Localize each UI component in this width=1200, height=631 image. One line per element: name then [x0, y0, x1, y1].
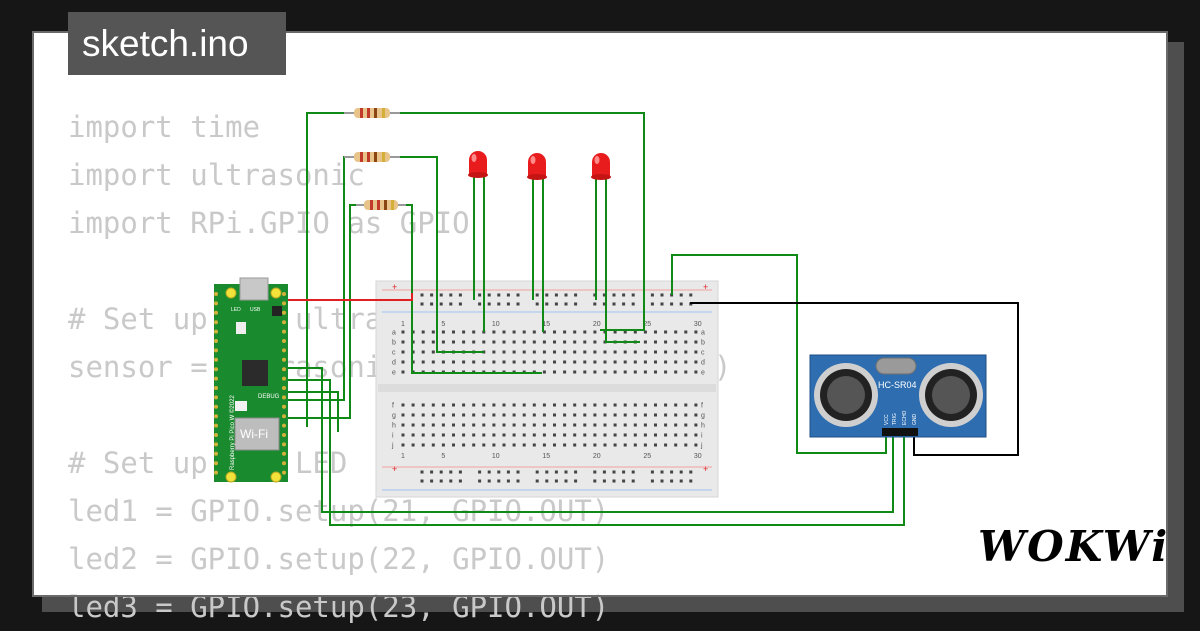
- breadboard-column-label: 10: [492, 321, 500, 328]
- breadboard-row-label: b: [392, 340, 396, 347]
- breadboard-column-label: 20: [593, 453, 601, 460]
- pico-usb-label: USB: [250, 307, 261, 313]
- breadboard-row-label: c: [392, 350, 396, 357]
- pico-model-text: Raspberry Pi Pico W ©2022: [229, 395, 236, 470]
- breadboard-row-label: i: [392, 433, 394, 440]
- sensor-pin-trig: TRIG: [892, 413, 898, 425]
- breadboard-column-label: 10: [492, 453, 500, 460]
- breadboard-row-label: h: [392, 423, 396, 430]
- breadboard-holes: [401, 293, 698, 483]
- led-2[interactable]: [527, 153, 547, 180]
- breadboard-column-label: 30: [694, 321, 702, 328]
- code-line: import time: [68, 110, 261, 144]
- code-line: import ultrasonic: [68, 158, 365, 192]
- breadboard-row-label: g: [701, 413, 705, 420]
- code-line: # Set up the LED: [68, 446, 348, 480]
- svg-text:+: +: [392, 282, 397, 292]
- wire-green-pico-a: [288, 391, 339, 432]
- wire-green-top: [306, 112, 344, 427]
- breadboard-row-label: i: [701, 433, 703, 440]
- breadboard-row-label: h: [701, 423, 705, 430]
- file-tab[interactable]: sketch.ino: [68, 12, 286, 75]
- breadboard-row-label: d: [392, 360, 396, 367]
- sensor-model-label: HC-SR04: [878, 380, 917, 390]
- breadboard-row-label: a: [701, 330, 705, 337]
- breadboard-row-label: c: [701, 350, 705, 357]
- breadboard-column-label: 1: [401, 321, 405, 328]
- wire-red-power: [288, 293, 413, 301]
- breadboard-column-label: 15: [542, 453, 550, 460]
- resistor-2[interactable]: [344, 152, 400, 162]
- breadboard-column-label: 30: [694, 453, 702, 460]
- breadboard-row-label: f: [701, 403, 703, 410]
- breadboard-column-label: 25: [643, 321, 651, 328]
- wire-green-echo: [288, 379, 905, 526]
- breadboard-row-label: j: [700, 443, 703, 450]
- breadboard-column-label: 1: [401, 453, 405, 460]
- breadboard-column-label: 5: [441, 321, 445, 328]
- breadboard-column-label: 25: [643, 453, 651, 460]
- pico-led-label: LED: [231, 307, 241, 313]
- svg-text:+: +: [703, 282, 708, 292]
- wire-green-low-left: [288, 204, 362, 419]
- resistor-3[interactable]: [356, 200, 406, 210]
- pico-wifi-label: Wi-Fi: [240, 427, 268, 441]
- wokwi-logo: WOKWi: [978, 522, 1170, 571]
- wire-green-top-right: [400, 112, 645, 331]
- ultrasonic-sensor[interactable]: HC-SR04 VCC TRIG ECHO GND: [809, 354, 987, 438]
- led-1[interactable]: [468, 151, 488, 178]
- svg-text:+: +: [392, 464, 397, 474]
- code-line: led2 = GPIO.setup(22, GPIO.OUT): [68, 542, 610, 576]
- svg-text:+: +: [703, 464, 708, 474]
- breadboard-row-label: f: [392, 403, 394, 410]
- wire-green-mid-left: [288, 156, 355, 401]
- wire-black-gnd: [690, 302, 1019, 456]
- breadboard-row-label: a: [392, 330, 396, 337]
- pico-debug-label: DEBUG: [258, 394, 280, 400]
- sensor-pin-gnd: GND: [912, 414, 918, 426]
- breadboard-row-label: j: [391, 443, 394, 450]
- breadboard-row-label: e: [701, 370, 705, 377]
- breadboard-row-label: e: [392, 370, 396, 377]
- wire-green-mid: [400, 156, 484, 353]
- breadboard-column-label: 15: [542, 321, 550, 328]
- sensor-pin-vcc: VCC: [884, 414, 890, 425]
- breadboard-row-label: g: [392, 413, 396, 420]
- wire-green-trig: [288, 367, 894, 513]
- wire-green-vcc: [671, 254, 887, 454]
- breadboard-column-label: 20: [593, 321, 601, 328]
- wire-green-led3b: [605, 178, 640, 343]
- pico-board[interactable]: LED USB DEBUG Wi-Fi Raspberry Pi Pico W …: [214, 277, 288, 483]
- breadboard-row-label: b: [701, 340, 705, 347]
- led-3[interactable]: [591, 153, 611, 180]
- resistor-1[interactable]: [344, 108, 400, 118]
- breadboard-row-label: d: [701, 360, 705, 367]
- sensor-pin-echo: ECHO: [902, 410, 908, 425]
- breadboard-column-label: 5: [441, 453, 445, 460]
- wires: [288, 112, 1019, 526]
